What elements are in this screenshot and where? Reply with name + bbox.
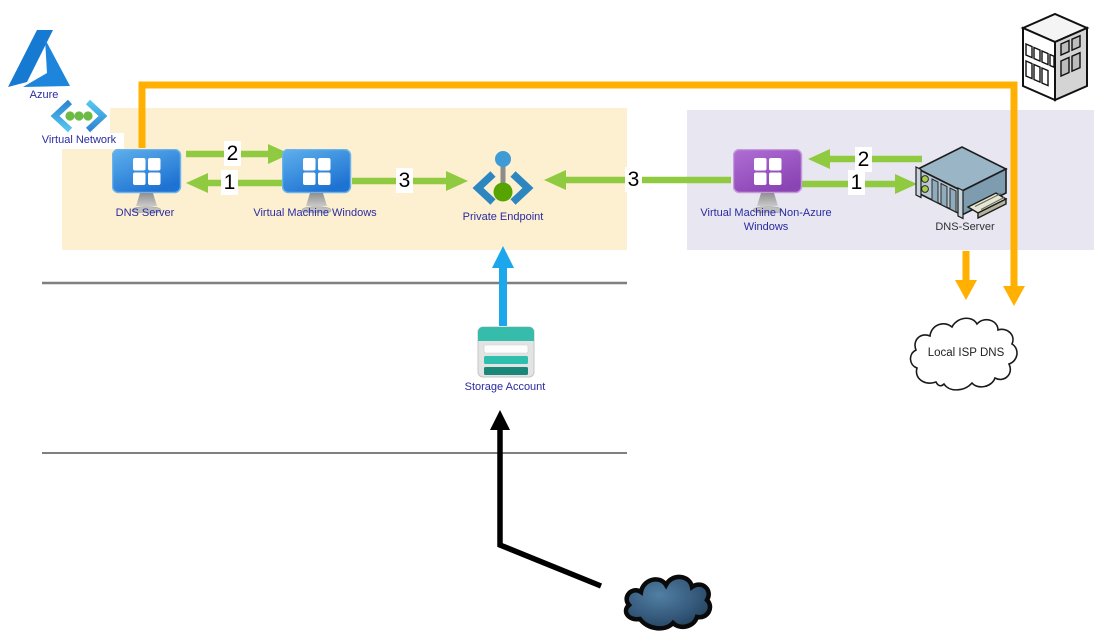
- step-badge-azure-3: 3: [396, 168, 413, 193]
- dns-server-onprem-icon: [915, 146, 1008, 220]
- private-endpoint-icon: [472, 151, 534, 205]
- step-badge-onprem-3: 3: [625, 167, 642, 192]
- vm-non-azure-label-line2: Windows: [743, 221, 789, 233]
- virtual-network-icon: [50, 99, 108, 133]
- local-isp-dns-cloud: [909, 317, 1018, 391]
- office-building-icon: [1020, 12, 1090, 102]
- azure-logo-icon: [8, 30, 70, 87]
- black-arrow-internet-to-storage: [490, 410, 603, 589]
- step-badge-onprem-2: 2: [855, 147, 872, 172]
- green-arrow-azure-step1: [186, 173, 284, 193]
- blue-arrow-storage-to-endpoint: [492, 246, 514, 326]
- dns-server-onprem-label: DNS-Server: [935, 221, 995, 233]
- dns-server-azure-label: DNS Server: [115, 207, 175, 219]
- step-badge-onprem-1: 1: [848, 170, 865, 195]
- vm-non-azure-icon: [733, 149, 803, 213]
- green-arrow-onprem-step3: [544, 170, 731, 190]
- orange-forwarder-line: [138, 81, 1025, 306]
- step-badge-azure-1: 1: [221, 170, 238, 195]
- internet-cloud: [623, 574, 713, 631]
- step-badge-azure-2: 2: [224, 141, 241, 166]
- storage-account-label: Storage Account: [464, 381, 546, 393]
- vm-non-azure-label-line1: Virtual Machine Non-Azure: [700, 207, 832, 219]
- local-isp-dns-label: Local ISP DNS: [927, 347, 1005, 359]
- vnet-text-backdrop: [36, 133, 124, 149]
- private-endpoint-label: Private Endpoint: [462, 211, 544, 223]
- virtual-network-label: Virtual Network: [41, 134, 117, 146]
- green-arrow-onprem-step2: [808, 149, 922, 169]
- azure-label: Azure: [29, 89, 59, 101]
- dns-server-vm-icon: [112, 149, 182, 213]
- orange-arrow-onprem-dns-to-isp: [955, 251, 977, 300]
- storage-account-icon: [477, 326, 535, 378]
- vm-windows-icon: [282, 149, 352, 213]
- vm-windows-label: Virtual Machine Windows: [253, 207, 377, 219]
